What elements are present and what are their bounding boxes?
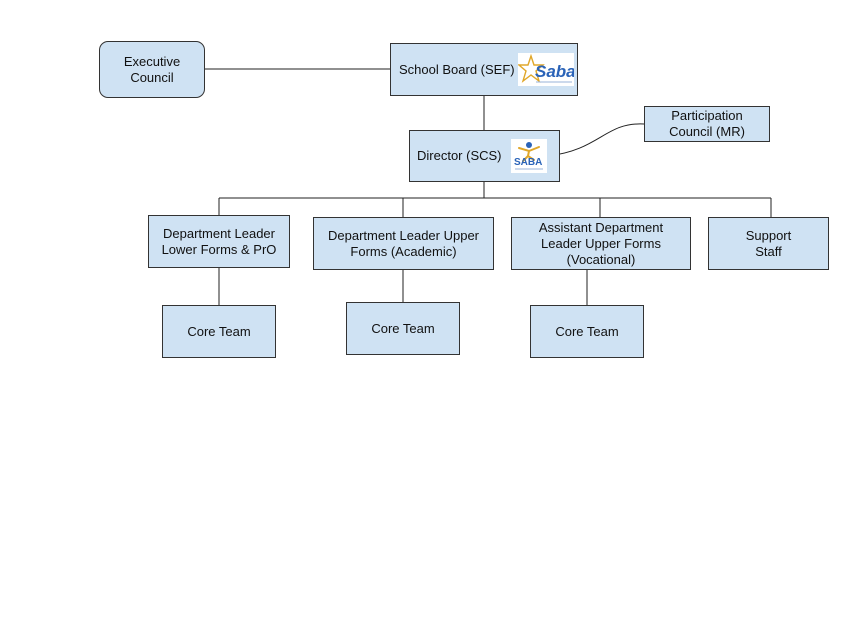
saba-badge-text: SABA xyxy=(514,157,542,168)
asst-dept-leader-label: Assistant Department Leader Upper Forms … xyxy=(538,219,664,267)
director-node: Director (SCS) xyxy=(409,130,560,182)
figure-body-icon xyxy=(518,146,540,162)
executive-council-node: Executive Council xyxy=(99,41,205,98)
core-team-3-node: Core Team xyxy=(530,305,644,358)
core-team-1-node: Core Team xyxy=(162,305,276,358)
participation-council-node: Participation Council (MR) xyxy=(644,106,770,142)
dept-leader-lower-node: Department Leader Lower Forms & PrO xyxy=(148,215,290,268)
support-staff-label: Support Staff xyxy=(745,227,792,259)
saba-foundation-logo: Saba xyxy=(518,53,574,86)
asst-dept-leader-node: Assistant Department Leader Upper Forms … xyxy=(511,217,691,270)
core-team-2-label: Core Team xyxy=(371,320,435,336)
saba-wordmark: Saba xyxy=(535,62,574,81)
figure-head-icon xyxy=(526,142,532,148)
saba-star-icon xyxy=(518,53,545,83)
dept-leader-lower-label: Department Leader Lower Forms & PrO xyxy=(161,225,277,257)
connector-director-to-participation xyxy=(547,123,645,157)
executive-council-label: Executive Council xyxy=(123,53,181,85)
school-board-label: School Board (SEF) xyxy=(399,61,515,77)
core-team-1-label: Core Team xyxy=(187,323,251,339)
dept-leader-upper-node: Department Leader Upper Forms (Academic) xyxy=(313,217,494,270)
participation-council-label: Participation Council (MR) xyxy=(669,108,745,139)
support-staff-node: Support Staff xyxy=(708,217,829,270)
saba-school-logo: SABA xyxy=(511,139,547,173)
core-team-2-node: Core Team xyxy=(346,302,460,355)
core-team-3-label: Core Team xyxy=(555,323,619,339)
director-label: Director (SCS) xyxy=(417,148,502,163)
dept-leader-upper-label: Department Leader Upper Forms (Academic) xyxy=(327,227,480,259)
